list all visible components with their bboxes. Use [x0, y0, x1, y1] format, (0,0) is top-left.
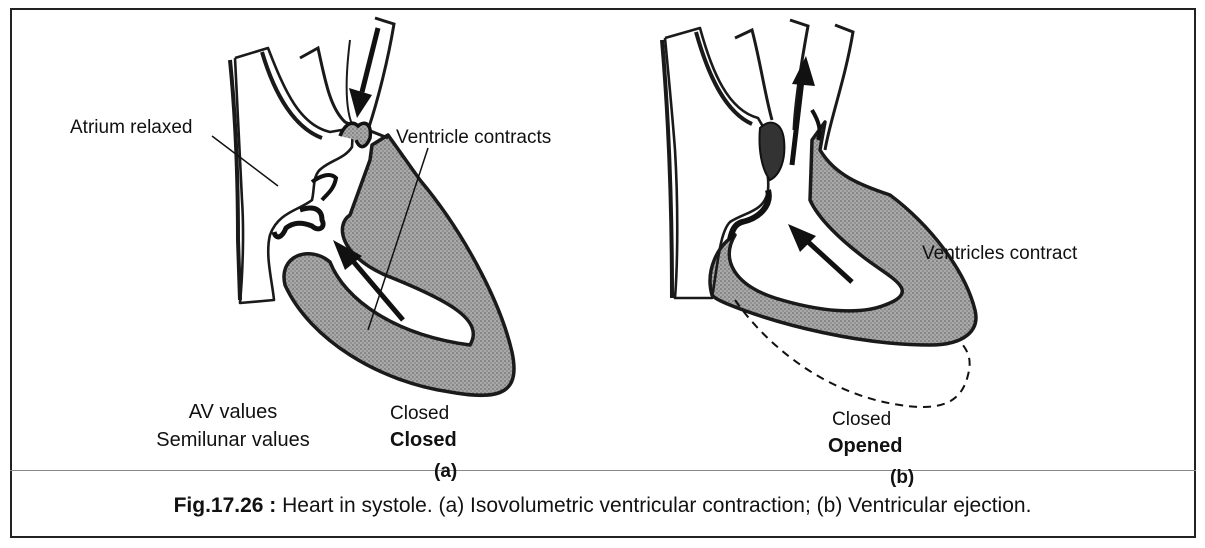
ventricle-contracts-label: Ventricle contracts [396, 128, 551, 147]
caption-text: Heart in systole. (a) Isovolumetric vent… [282, 494, 1031, 517]
semilunar-valves-label: Semilunar values [140, 430, 326, 450]
panel-tag-b: (b) [890, 468, 914, 487]
panel-tag-a: (a) [434, 462, 457, 481]
figure-number: Fig.17.26 : [174, 494, 277, 517]
atrium-leader-a [212, 136, 278, 186]
pressure-arrow-b [806, 240, 852, 282]
heart-panel-b [662, 20, 976, 407]
av-valves-label: AV values [148, 402, 318, 422]
aorta-b [735, 30, 772, 120]
figure-caption: Fig.17.26 : Heart in systole. (a) Isovol… [0, 494, 1205, 518]
semilunar-valve-b [759, 123, 784, 180]
av-valve-b [730, 190, 769, 240]
semilunar-state-b: Opened [828, 436, 902, 456]
av-state-a: Closed [390, 404, 449, 423]
av-state-b: Closed [832, 410, 891, 429]
heart-panel-a [212, 18, 514, 395]
ventricle-wall-a [284, 135, 514, 395]
inflow-arrow-a [362, 28, 378, 92]
ventricles-contract-label: Ventricles contract [922, 244, 1077, 263]
av-valve-a [274, 208, 323, 237]
inflow-arrowhead-a [349, 88, 372, 118]
semilunar-state-a: Closed [390, 430, 457, 450]
ventricle-wall-b [710, 122, 976, 345]
semilunar-valve-a [340, 123, 370, 146]
atrium-relaxed-label: Atrium relaxed [70, 118, 193, 137]
